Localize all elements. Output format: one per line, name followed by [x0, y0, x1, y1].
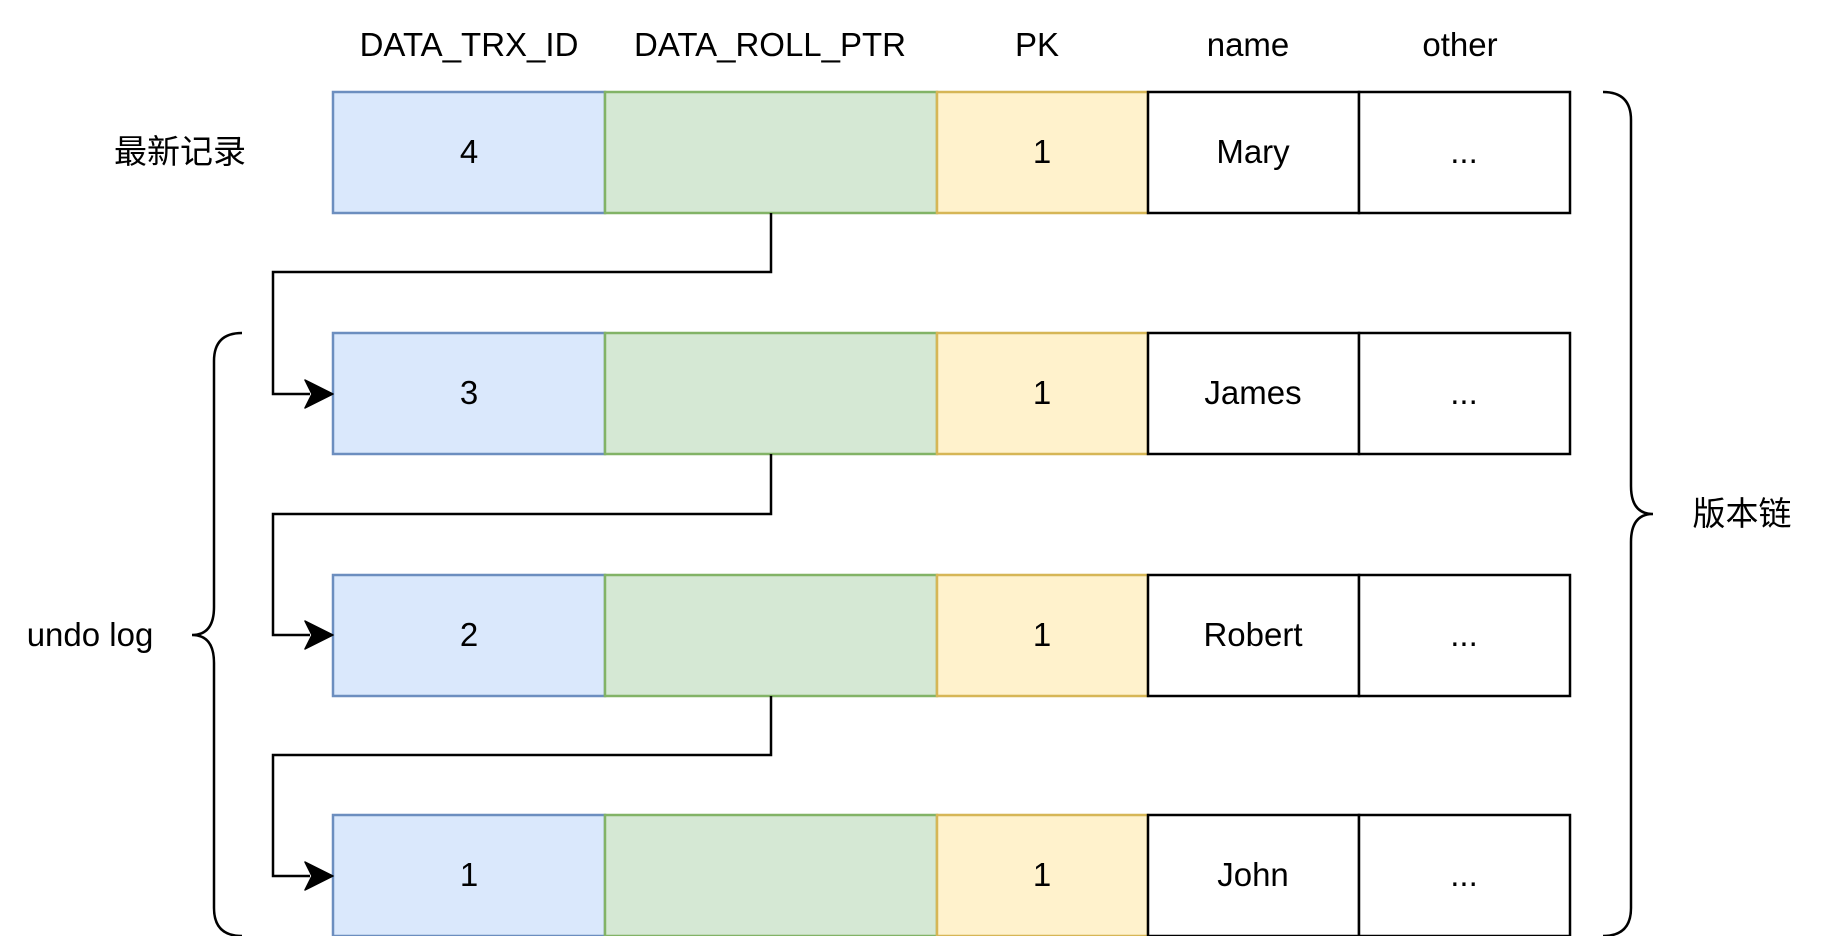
undo-log-label: undo log — [27, 616, 154, 653]
roll-pointer-connector — [271, 213, 773, 396]
roll-pointer-connectors — [271, 213, 773, 878]
name-value: Robert — [1203, 616, 1302, 653]
undo-log-brace — [191, 331, 243, 936]
roll-ptr-cell — [603, 331, 939, 456]
trx-id-cell — [331, 331, 607, 456]
pk-cell — [935, 573, 1150, 698]
name-cell — [1146, 90, 1361, 215]
column-header-name: name — [1207, 26, 1290, 63]
column-header-data-trx-id: DATA_TRX_ID — [360, 26, 579, 63]
column-header-data-roll-ptr: DATA_ROLL_PTR — [634, 26, 906, 63]
pk-value: 1 — [1033, 616, 1051, 653]
pk-value: 1 — [1033, 133, 1051, 170]
roll-ptr-cell — [603, 90, 939, 215]
roll-ptr-cell — [603, 813, 939, 936]
pk-cell — [935, 331, 1150, 456]
pk-cell — [935, 813, 1150, 936]
pk-value: 1 — [1033, 374, 1051, 411]
pk-value: 1 — [1033, 856, 1051, 893]
other-value: ... — [1450, 856, 1478, 893]
roll-pointer-connector — [271, 696, 773, 878]
other-cell — [1357, 90, 1572, 215]
arrow-head-icon — [304, 861, 334, 891]
other-cell — [1357, 331, 1572, 456]
trx-id-cell — [331, 813, 607, 936]
row-2: 2 1 Robert ... — [331, 573, 1572, 698]
arrow-head-icon — [304, 620, 334, 650]
version-chain-brace — [1602, 90, 1654, 936]
arrowheads — [304, 379, 334, 891]
trx-id-value: 3 — [460, 374, 478, 411]
name-cell — [1146, 331, 1361, 456]
other-cell — [1357, 573, 1572, 698]
other-value: ... — [1450, 616, 1478, 653]
other-value: ... — [1450, 133, 1478, 170]
arrow-head-icon — [304, 379, 334, 409]
roll-ptr-cell — [603, 573, 939, 698]
column-header-other: other — [1422, 26, 1497, 63]
trx-id-value: 2 — [460, 616, 478, 653]
trx-id-cell — [331, 90, 607, 215]
name-cell — [1146, 813, 1361, 936]
name-value: James — [1204, 374, 1301, 411]
other-cell — [1357, 813, 1572, 936]
trx-id-value: 4 — [460, 133, 478, 170]
column-headers: DATA_TRX_ID DATA_ROLL_PTR PK name other — [360, 26, 1498, 63]
pk-cell — [935, 90, 1150, 215]
latest-record-label: 最新记录 — [114, 132, 246, 171]
name-value: Mary — [1216, 133, 1290, 170]
trx-id-value: 1 — [460, 856, 478, 893]
column-header-pk: PK — [1015, 26, 1059, 63]
version-chain-label: 版本链 — [1693, 494, 1792, 533]
row-3: 1 1 John ... — [331, 813, 1572, 936]
roll-pointer-connector — [271, 454, 773, 637]
row-1: 3 1 James ... — [331, 331, 1572, 456]
row-0: 4 1 Mary ... — [331, 90, 1572, 215]
name-value: John — [1217, 856, 1289, 893]
other-value: ... — [1450, 374, 1478, 411]
